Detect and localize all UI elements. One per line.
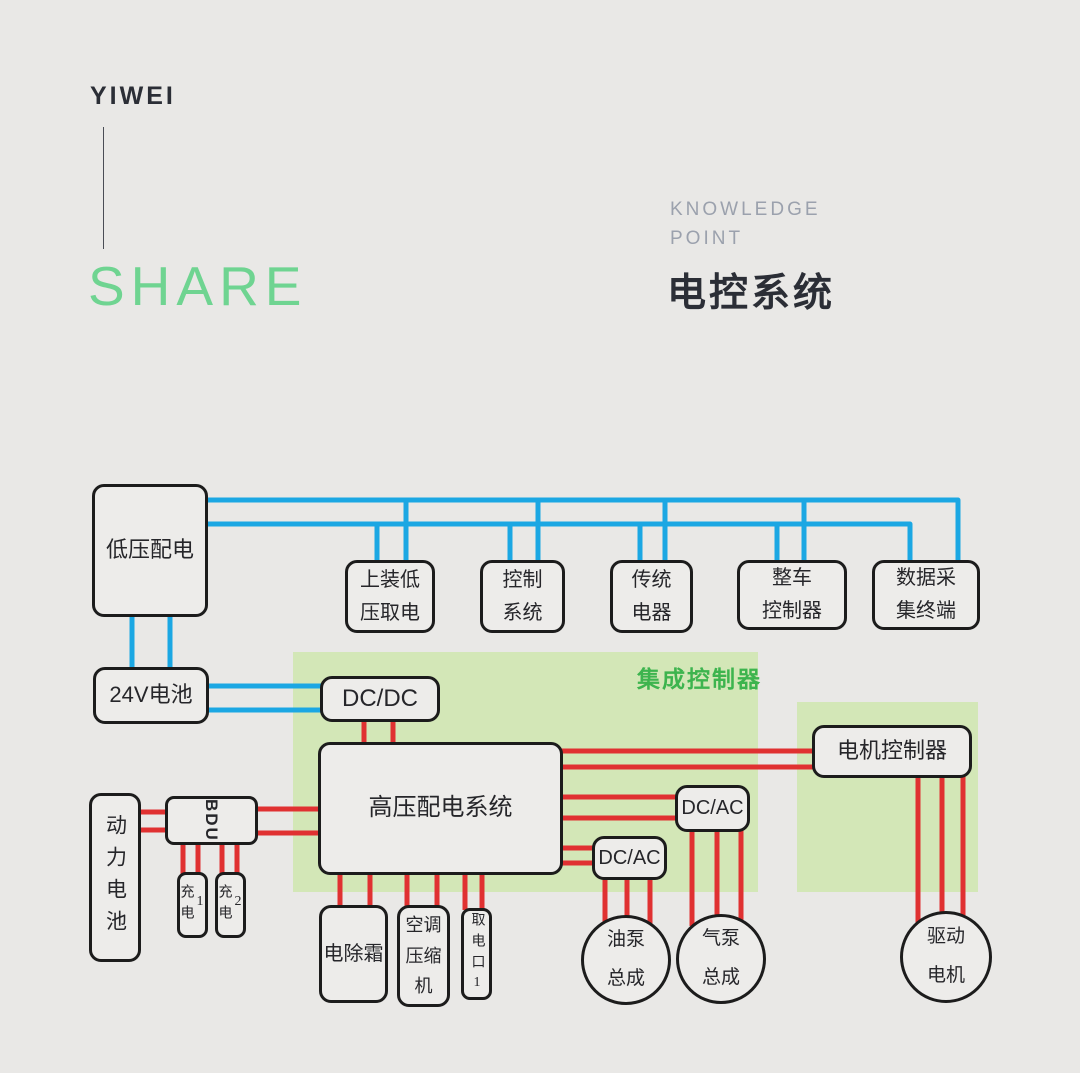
low-voltage-blue-wiring: [129, 497, 961, 713]
node-drive-motor: 驱动 电机: [900, 911, 992, 1003]
node-traditional-electric: 传统 电器: [610, 560, 693, 633]
node-motor-controller: 电机控制器: [812, 725, 972, 778]
node-charge-port-2: 充电2: [215, 872, 246, 938]
brand-logo-text: YIWEI: [90, 82, 176, 110]
share-heading: SHARE: [88, 255, 308, 317]
node-data-collection-terminal: 数据采 集终端: [872, 560, 980, 630]
node-oil-pump-assembly: 油泵 总成: [581, 915, 671, 1005]
node-24v-battery: 24V电池: [93, 667, 209, 724]
node-charge-port-1: 充电1: [177, 872, 208, 938]
node-dcdc-converter: DC/DC: [320, 676, 440, 722]
page-title: 电控系统: [667, 272, 836, 315]
node-power-outlet-1: 取电口1: [461, 908, 492, 1000]
node-ac-compressor: 空调 压缩 机: [397, 905, 450, 1007]
node-dcac-lower: DC/AC: [592, 836, 667, 880]
brand-divider-line: [103, 127, 104, 249]
node-power-battery: 动力电池: [89, 793, 141, 962]
node-bdu: BDU: [165, 796, 258, 845]
kicker-line2: POINT: [670, 228, 744, 249]
node-control-system: 控制 系统: [480, 560, 565, 633]
node-vehicle-controller: 整车 控制器: [737, 560, 847, 630]
kicker-text: KNOWLEDGE POINT: [670, 195, 821, 253]
node-dcac-upper: DC/AC: [675, 785, 750, 832]
kicker-line1: KNOWLEDGE: [670, 199, 821, 220]
high-voltage-red-wiring: [139, 722, 966, 928]
node-air-pump-assembly: 气泵 总成: [676, 914, 766, 1004]
integrated-controller-region-label: 集成控制器: [637, 666, 762, 692]
node-hv-distribution-system: 高压配电系统: [318, 742, 563, 875]
node-low-voltage-distribution: 低压配电: [92, 484, 208, 617]
node-defroster: 电除霜: [319, 905, 388, 1003]
node-body-low-voltage-takeoff: 上装低 压取电: [345, 560, 435, 633]
